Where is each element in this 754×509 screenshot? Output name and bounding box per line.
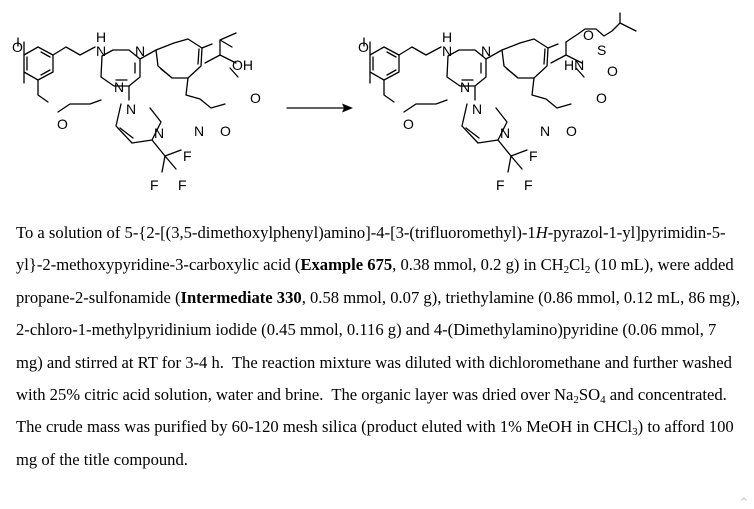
paragraph-text: SO bbox=[578, 385, 601, 405]
product-structure: O N H N N O N N N O HN O S O O F F F bbox=[358, 12, 637, 193]
atom-o-methoxy: O bbox=[220, 123, 231, 139]
paragraph-text: Cl bbox=[569, 255, 585, 275]
atom-oh: OH bbox=[232, 57, 253, 73]
paragraph-text: -pyrazol-1-yl]pyrimidin-5-yl}-2-methoxyp… bbox=[16, 223, 726, 275]
atom-n-pyrazole-1: N bbox=[472, 101, 482, 117]
atom-o-methoxy: O bbox=[566, 123, 577, 139]
atom-n-pyridine: N bbox=[540, 123, 550, 139]
atom-o-carbonyl: O bbox=[596, 90, 607, 106]
atom-hn: HN bbox=[564, 57, 584, 73]
atom-f-3: F bbox=[524, 177, 533, 193]
atom-n-pyrimidine-1: N bbox=[135, 43, 145, 59]
atom-s: S bbox=[597, 42, 606, 58]
reaction-scheme: O N H N N O N N N O OH O F F F O N H N N… bbox=[12, 12, 637, 193]
procedure-paragraph: To a solution of 5-{2-[(3,5-dimethoxylph… bbox=[16, 217, 742, 476]
atom-n-pyrazole-1: N bbox=[126, 101, 136, 117]
atom-n-pyrimidine-1: N bbox=[481, 43, 491, 59]
paragraph-text: ) to afford 100 mg of the title compound… bbox=[16, 417, 738, 469]
paragraph-text: , 0.58 mmol, 0.07 g), triethylamine (0.8… bbox=[16, 287, 745, 405]
atom-n-pyridine: N bbox=[194, 123, 204, 139]
atom-h-amine: H bbox=[96, 29, 106, 45]
bold-reference: Intermediate 330 bbox=[180, 287, 302, 307]
atom-o-carbonyl: O bbox=[250, 90, 261, 106]
bold-reference: Example 675 bbox=[300, 255, 393, 275]
atom-n-pyrazole-2: N bbox=[500, 125, 510, 141]
atom-f-2: F bbox=[496, 177, 505, 193]
atom-h-amine: H bbox=[442, 29, 452, 45]
atom-n-pyrimidine-2: N bbox=[114, 79, 124, 95]
atom-n-pyrimidine-2: N bbox=[460, 79, 470, 95]
atom-o-sulfonyl-2: O bbox=[607, 63, 618, 79]
atom-f-1: F bbox=[529, 148, 538, 164]
atom-f-1: F bbox=[183, 148, 192, 164]
atom-n-amine: N bbox=[442, 43, 452, 59]
italic-text: H bbox=[535, 223, 548, 242]
caret-icon: ^ bbox=[739, 497, 748, 508]
atom-o-sulfonyl-1: O bbox=[583, 27, 594, 43]
subscript-text: 4 bbox=[600, 394, 606, 407]
atom-o-top: O bbox=[12, 39, 23, 55]
subscript-text: 2 bbox=[573, 394, 579, 407]
subscript-text: 2 bbox=[584, 264, 591, 277]
atom-n-amine: N bbox=[96, 43, 106, 59]
reaction-arrow bbox=[286, 103, 353, 113]
atom-n-pyrazole-2: N bbox=[154, 125, 164, 141]
paragraph-text: , 0.38 mmol, 0.2 g) in CH bbox=[392, 255, 564, 275]
paragraph-text: and concentrated. The crude mass was pur… bbox=[16, 385, 735, 437]
atom-o-bottom: O bbox=[57, 116, 68, 132]
atom-o-top: O bbox=[358, 39, 369, 55]
atom-f-2: F bbox=[150, 177, 159, 193]
paragraph-text: (10 mL), were added propane-2-sulfonamid… bbox=[16, 255, 738, 307]
subscript-text: 3 bbox=[632, 426, 638, 439]
paragraph-text: To a solution of 5-{2-[(3,5-dimethoxylph… bbox=[16, 223, 536, 242]
atom-f-3: F bbox=[178, 177, 187, 193]
starting-material-structure: O N H N N O N N N O OH O F F F bbox=[12, 29, 261, 193]
subscript-text: 2 bbox=[563, 264, 570, 277]
atom-o-bottom: O bbox=[403, 116, 414, 132]
